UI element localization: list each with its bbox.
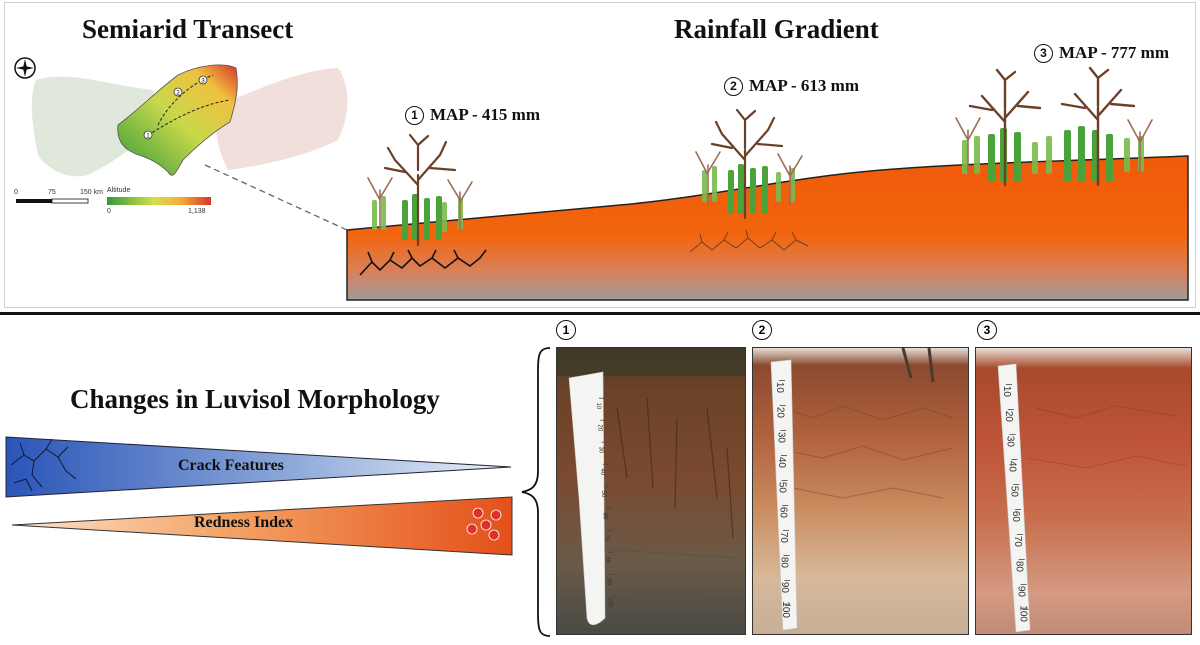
tape-3-tick-100: 100 [1017, 605, 1028, 622]
crack-features-label: Crack Features [178, 457, 284, 474]
tape-2-tick-10: 10 [774, 382, 785, 394]
tape-1-tick-20: 20 [596, 425, 602, 432]
crack-features-site-1 [359, 249, 487, 276]
scale-tick-150: 150 km [80, 189, 103, 196]
map-site-marker-2-label: 2 [176, 91, 180, 97]
section-divider [0, 312, 1200, 315]
site-1-number: 1 [405, 105, 424, 125]
tape-2-tick-90: 90 [779, 582, 790, 594]
scale-bar [16, 198, 89, 204]
vegetation-site-1 [367, 133, 473, 247]
map-site-marker-3 [198, 75, 208, 85]
altitude-legend-bar [107, 197, 211, 205]
photo-2-number: 2 [752, 320, 772, 340]
luvisol-morphology-title: Changes in Luvisol Morphology [70, 384, 440, 414]
tape-1-tick-50: 50 [600, 491, 606, 498]
scale-tick-0: 0 [14, 189, 18, 196]
tape-3-tick-90: 90 [1016, 586, 1027, 598]
site-3-label: 3 MAP - 777 mm [1034, 43, 1169, 63]
grouping-brace [521, 347, 551, 637]
soil-profile-photo-3: 10 20 30 40 50 60 70 80 90 100 [975, 347, 1192, 635]
tape-1-tick-80: 80 [604, 557, 610, 564]
tape-3-tick-60: 60 [1010, 511, 1021, 523]
tape-1-tick-60: 60 [602, 513, 608, 520]
vegetation-site-2 [695, 108, 803, 220]
rainfall-gradient-title: Rainfall Gradient [674, 14, 879, 44]
tape-3-tick-20: 20 [1003, 411, 1014, 423]
tape-2-tick-70: 70 [778, 532, 789, 544]
site-2-map: MAP - 613 mm [749, 76, 860, 95]
map-site-marker-1 [143, 130, 153, 140]
redness-index-label: Redness Index [194, 514, 294, 531]
tape-3-tick-40: 40 [1006, 461, 1017, 473]
tape-1-tick-70: 70 [603, 535, 609, 542]
site-2-label: 2 MAP - 613 mm [724, 76, 859, 96]
tape-2-tick-80: 80 [779, 557, 790, 569]
measuring-tape-3: 10 20 30 40 50 60 70 80 90 100 [997, 363, 1031, 633]
altitude-legend-title: Altitude [107, 187, 131, 194]
tape-1-tick-10: 10 [595, 403, 601, 410]
tape-2-tick-20: 20 [775, 407, 786, 419]
altitude-legend-min: 0 [107, 208, 111, 215]
vegetation-site-3 [955, 66, 1153, 187]
tape-1-tick-30: 30 [598, 447, 604, 454]
crack-features-site-2 [689, 229, 809, 253]
photo-1-number: 1 [556, 320, 576, 340]
tape-1-tick-100: 100 [607, 597, 613, 608]
tape-3-tick-80: 80 [1014, 561, 1025, 573]
tape-2-tick-30: 30 [775, 432, 786, 444]
tape-1-tick-90: 90 [605, 579, 611, 586]
north-arrow-icon [14, 57, 36, 79]
soil-profile-photo-2: 10 20 30 40 50 60 70 80 90 100 [752, 347, 969, 635]
photo-3-number: 3 [977, 320, 997, 340]
scale-tick-75: 75 [48, 189, 56, 196]
site-3-number: 3 [1034, 43, 1053, 63]
site-1-label: 1 MAP - 415 mm [405, 105, 540, 125]
soil-profile-photo-1: 10 20 30 40 50 60 70 80 90 100 [556, 347, 746, 635]
tape-3-tick-50: 50 [1008, 486, 1019, 498]
site-3-map: MAP - 777 mm [1059, 43, 1170, 62]
tape-1-tick-40: 40 [599, 469, 605, 476]
tape-3-tick-10: 10 [1001, 386, 1012, 398]
measuring-tape-2: 10 20 30 40 50 60 70 80 90 100 [770, 359, 798, 631]
tape-2-tick-100: 100 [780, 601, 791, 618]
site-2-number: 2 [724, 76, 743, 96]
tape-3-tick-70: 70 [1012, 536, 1023, 548]
altitude-legend-max: 1,138 [188, 208, 206, 215]
measuring-tape-1: 10 20 30 40 50 60 70 80 90 100 [568, 371, 617, 626]
crack-features-wedge [5, 436, 512, 498]
tape-2-tick-50: 50 [777, 482, 788, 494]
semiarid-transect-title: Semiarid Transect [82, 14, 294, 44]
map-connector-line [204, 164, 348, 231]
redness-index-wedge [11, 496, 513, 556]
tape-3-tick-30: 30 [1005, 436, 1016, 448]
tape-2-tick-40: 40 [776, 457, 787, 469]
tape-2-tick-60: 60 [777, 507, 788, 519]
map-site-marker-3-label: 3 [201, 79, 205, 85]
top-panel [4, 2, 1196, 308]
soil-landscape-profile [346, 66, 1189, 301]
map-site-marker-1-label: 1 [146, 134, 150, 140]
map-site-marker-2 [173, 87, 183, 97]
transect-map: 1 2 3 [31, 64, 348, 177]
site-1-map: MAP - 415 mm [430, 105, 541, 124]
